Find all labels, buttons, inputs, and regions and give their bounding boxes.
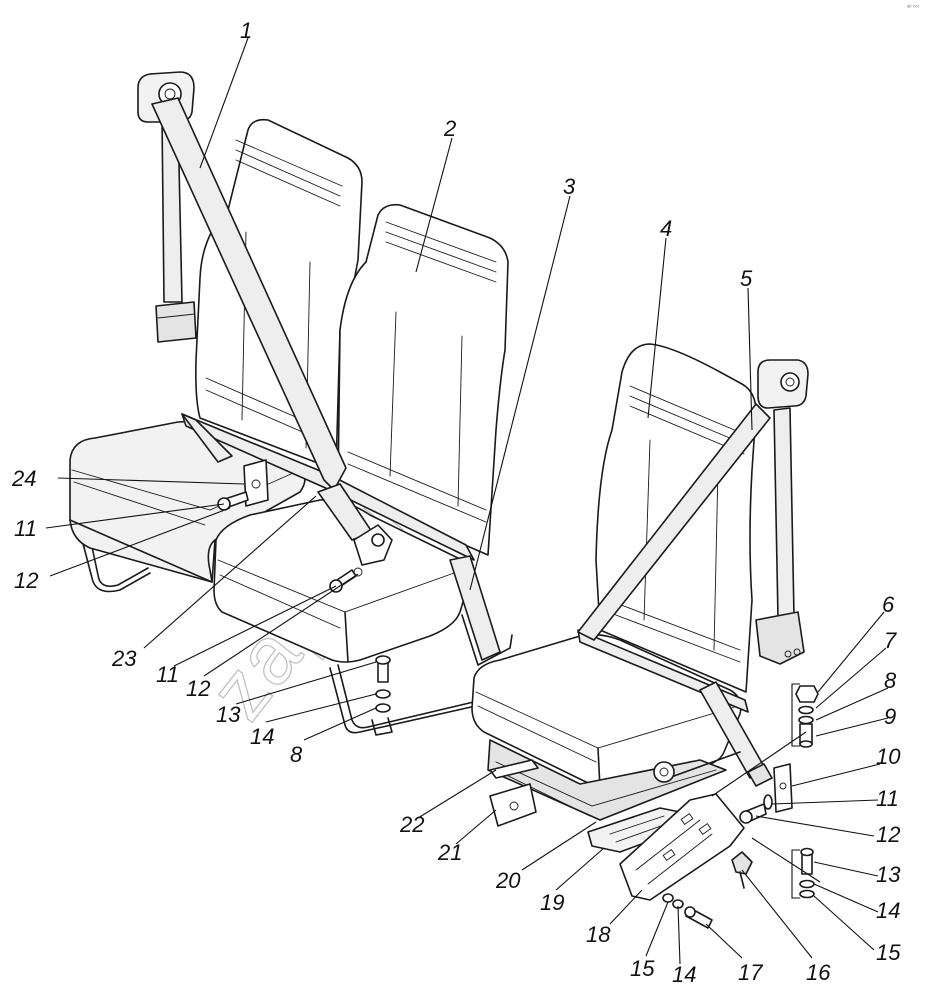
bench-belt-retractor: [155, 301, 197, 343]
label-12: 12: [876, 822, 900, 847]
label-11: 11: [876, 786, 899, 811]
bench-cushion-left: [69, 420, 306, 583]
bench-shoulder-belt: [151, 97, 347, 491]
single-belt-retractor: [755, 611, 805, 665]
bench-frame-right-leg: [329, 667, 481, 734]
mounting-bracket-21: [489, 783, 537, 827]
label-8-mid: 8: [290, 742, 303, 767]
label-12-left: 12: [14, 568, 38, 593]
leader-lines: [45, 37, 889, 965]
label-7: 7: [884, 628, 897, 653]
nut-6: [795, 685, 819, 703]
washer-11: [763, 794, 773, 810]
side-plate-18: [619, 793, 745, 901]
label-15: 15: [876, 940, 901, 965]
label-13: 13: [876, 862, 901, 887]
bench-washer-8: [375, 703, 391, 713]
label-14-bottom: 14: [672, 962, 696, 987]
clip-16: [731, 851, 753, 875]
label-10: 10: [876, 744, 901, 769]
corner-mark: ᵃᵇ ᶜᶜᶜ: [907, 4, 920, 11]
label-9: 9: [884, 704, 896, 729]
release-lever-22: [489, 759, 539, 779]
washer-8: [798, 715, 814, 725]
bench-washer-14: [375, 689, 391, 699]
label-21: 21: [437, 840, 462, 865]
label-19: 19: [540, 890, 564, 915]
washer-15: [799, 889, 815, 899]
bench-backrest-left: [195, 118, 363, 471]
label-18: 18: [586, 922, 611, 947]
label-14-mid: 14: [250, 724, 274, 749]
label-13-mid: 13: [216, 702, 241, 727]
label-22: 22: [399, 812, 424, 837]
group-bracket-upper: [791, 683, 800, 747]
label-11-left: 11: [14, 516, 37, 541]
label-11-mid: 11: [156, 662, 179, 687]
group-bracket-lower: [791, 849, 800, 899]
label-23: 23: [111, 646, 137, 671]
double-bench: [69, 71, 513, 736]
label-17: 17: [738, 960, 763, 985]
single-shoulder-belt: [577, 403, 771, 641]
bench-backrest-right: [337, 203, 509, 556]
washer-15-lower: [662, 893, 674, 903]
adjuster-knob: [653, 761, 675, 783]
label-2: 2: [443, 116, 456, 141]
bench-frame-left-leg: [87, 527, 149, 588]
label-15-bottom: 15: [630, 956, 655, 981]
label-14: 14: [876, 898, 900, 923]
label-16: 16: [806, 960, 831, 985]
washer-7: [798, 705, 814, 715]
label-3: 3: [563, 174, 576, 199]
label-6: 6: [882, 592, 895, 617]
label-24: 24: [11, 466, 36, 491]
label-1: 1: [240, 18, 252, 43]
belt-bracket-10: [773, 763, 793, 813]
washer-14: [799, 879, 815, 889]
seat-slide-rails: [487, 739, 727, 821]
bench-floor-bolt: [377, 661, 389, 683]
single-seat: [471, 343, 819, 929]
label-5: 5: [740, 266, 753, 291]
label-20: 20: [495, 868, 521, 893]
label-4: 4: [660, 216, 672, 241]
label-12-mid: 12: [186, 676, 210, 701]
label-8: 8: [884, 668, 897, 693]
part-number-labels: 1 2 3 4 5 6 7 8 9 10 11 12 13 14 15 24 1…: [11, 18, 901, 987]
